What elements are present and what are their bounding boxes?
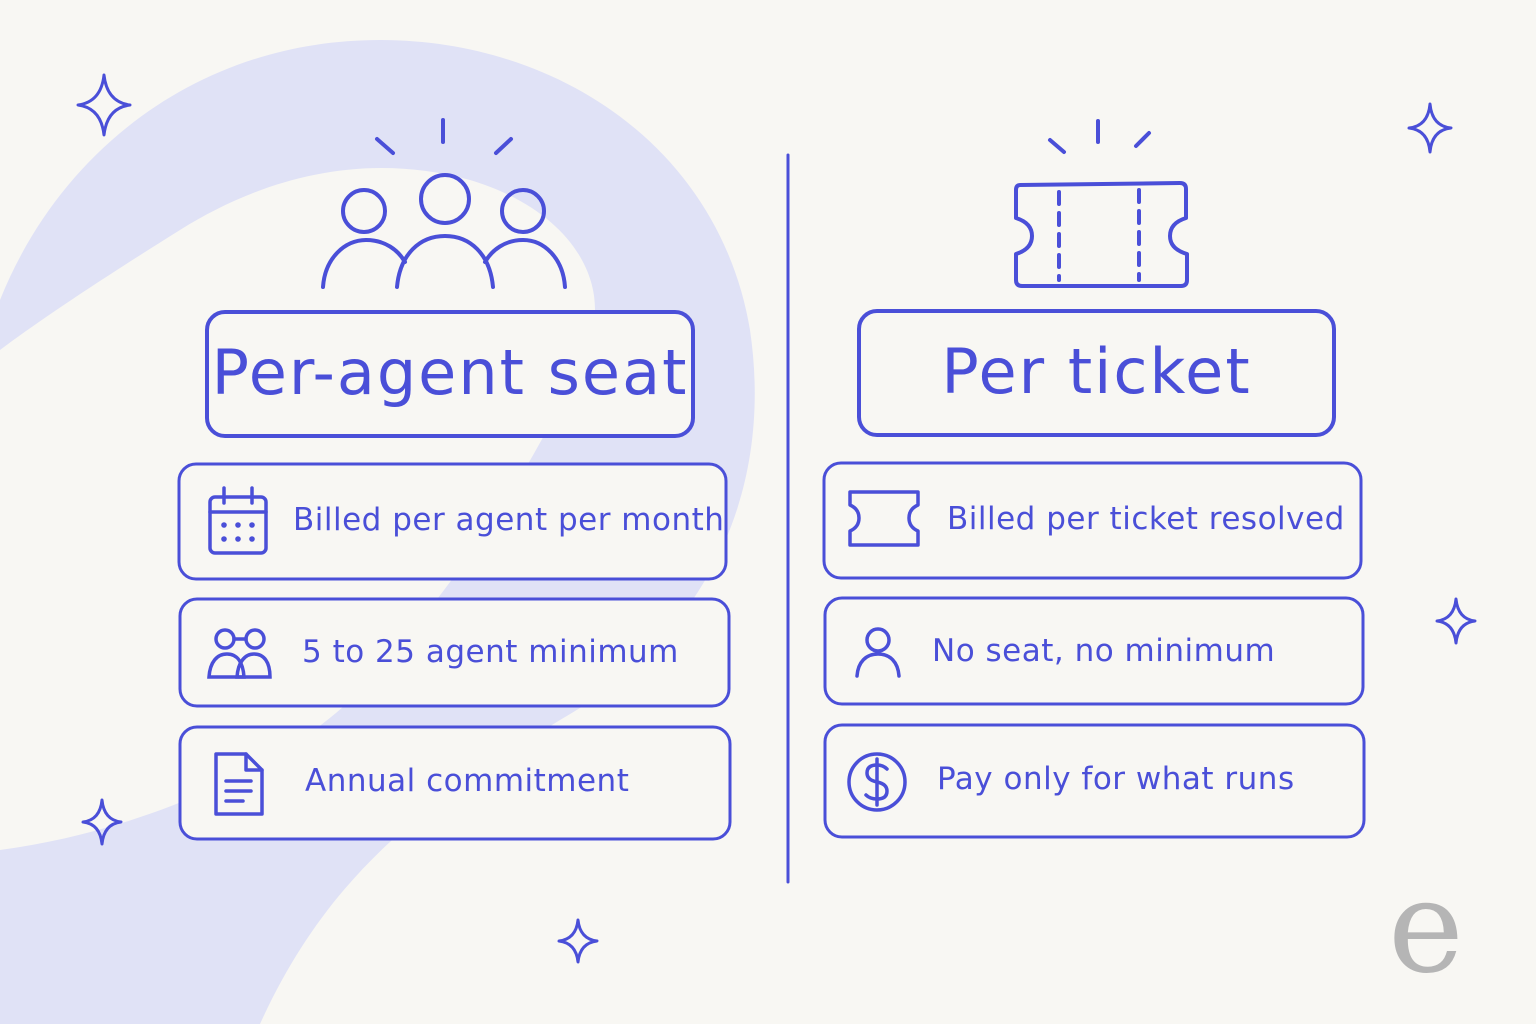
sparkle-icon	[557, 918, 599, 964]
left-title: Per-agent seat	[211, 336, 689, 409]
right-item-label: Pay only for what runs	[937, 761, 1295, 797]
person-icon	[855, 627, 901, 678]
ticket-icon	[1014, 119, 1189, 288]
right-title: Per ticket	[941, 335, 1252, 408]
sparkle-icon	[1407, 102, 1453, 154]
right-item-box	[823, 723, 1366, 839]
calendar-icon	[208, 486, 268, 555]
sparkle-icon	[76, 73, 132, 137]
right-title-box	[857, 309, 1336, 437]
left-item-label: Annual commitment	[305, 763, 630, 799]
dollar-coin-icon	[847, 752, 907, 812]
left-item-label: 5 to 25 agent minimum	[302, 634, 679, 670]
left-item-label: Billed per agent per month	[293, 502, 725, 538]
right-item-label: No seat, no minimum	[932, 633, 1276, 669]
right-item-box	[822, 461, 1363, 580]
left-item-box	[178, 597, 731, 708]
left-title-box	[205, 310, 695, 438]
sparkle-icon	[81, 798, 123, 846]
two-people-icon	[207, 628, 272, 679]
right-item-label: Billed per ticket resolved	[947, 501, 1345, 537]
right-item-box	[823, 596, 1365, 706]
left-item-box	[177, 462, 728, 581]
left-item-box	[178, 725, 732, 841]
document-icon	[214, 752, 264, 816]
ticket-icon	[848, 490, 920, 547]
group-of-people-icon	[321, 118, 567, 289]
brand-logo-icon: e	[1388, 853, 1464, 1002]
sparkle-icon	[1435, 597, 1477, 645]
